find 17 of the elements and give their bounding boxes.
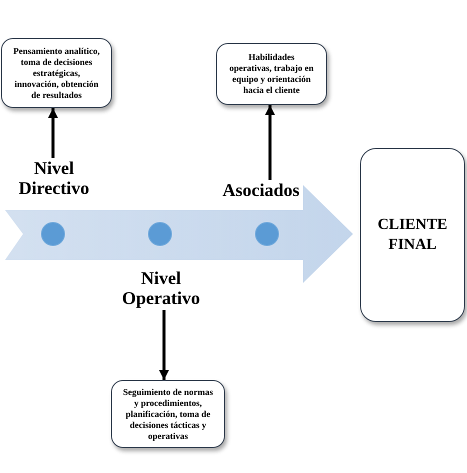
level-label: Asociados bbox=[216, 180, 306, 202]
description-text: Habilidades operativas, trabajo en equipo y orientación hacia el cliente bbox=[228, 52, 315, 96]
arrow bbox=[265, 105, 275, 180]
description-text: Seguimiento de normas y procedimientos, planificación, toma de decisiones tácticas y operativas bbox=[122, 386, 214, 442]
timeline-dot bbox=[255, 222, 279, 246]
level-label: Nivel Operativo bbox=[118, 268, 204, 310]
arrow bbox=[159, 310, 169, 380]
level-label: Nivel Directivo bbox=[14, 158, 94, 200]
rounded-box bbox=[1, 38, 112, 108]
client-box bbox=[360, 148, 465, 322]
client-label: CLIENTE FINAL bbox=[376, 215, 448, 255]
arrow bbox=[48, 108, 58, 158]
timeline-dot bbox=[41, 222, 65, 246]
rounded-box bbox=[216, 43, 327, 105]
rounded-box bbox=[111, 380, 225, 448]
timeline-dot bbox=[148, 222, 172, 246]
description-text: Pensamiento analítico, toma de decisiones estratégicas, innovación, obtención de resultados bbox=[12, 46, 101, 100]
